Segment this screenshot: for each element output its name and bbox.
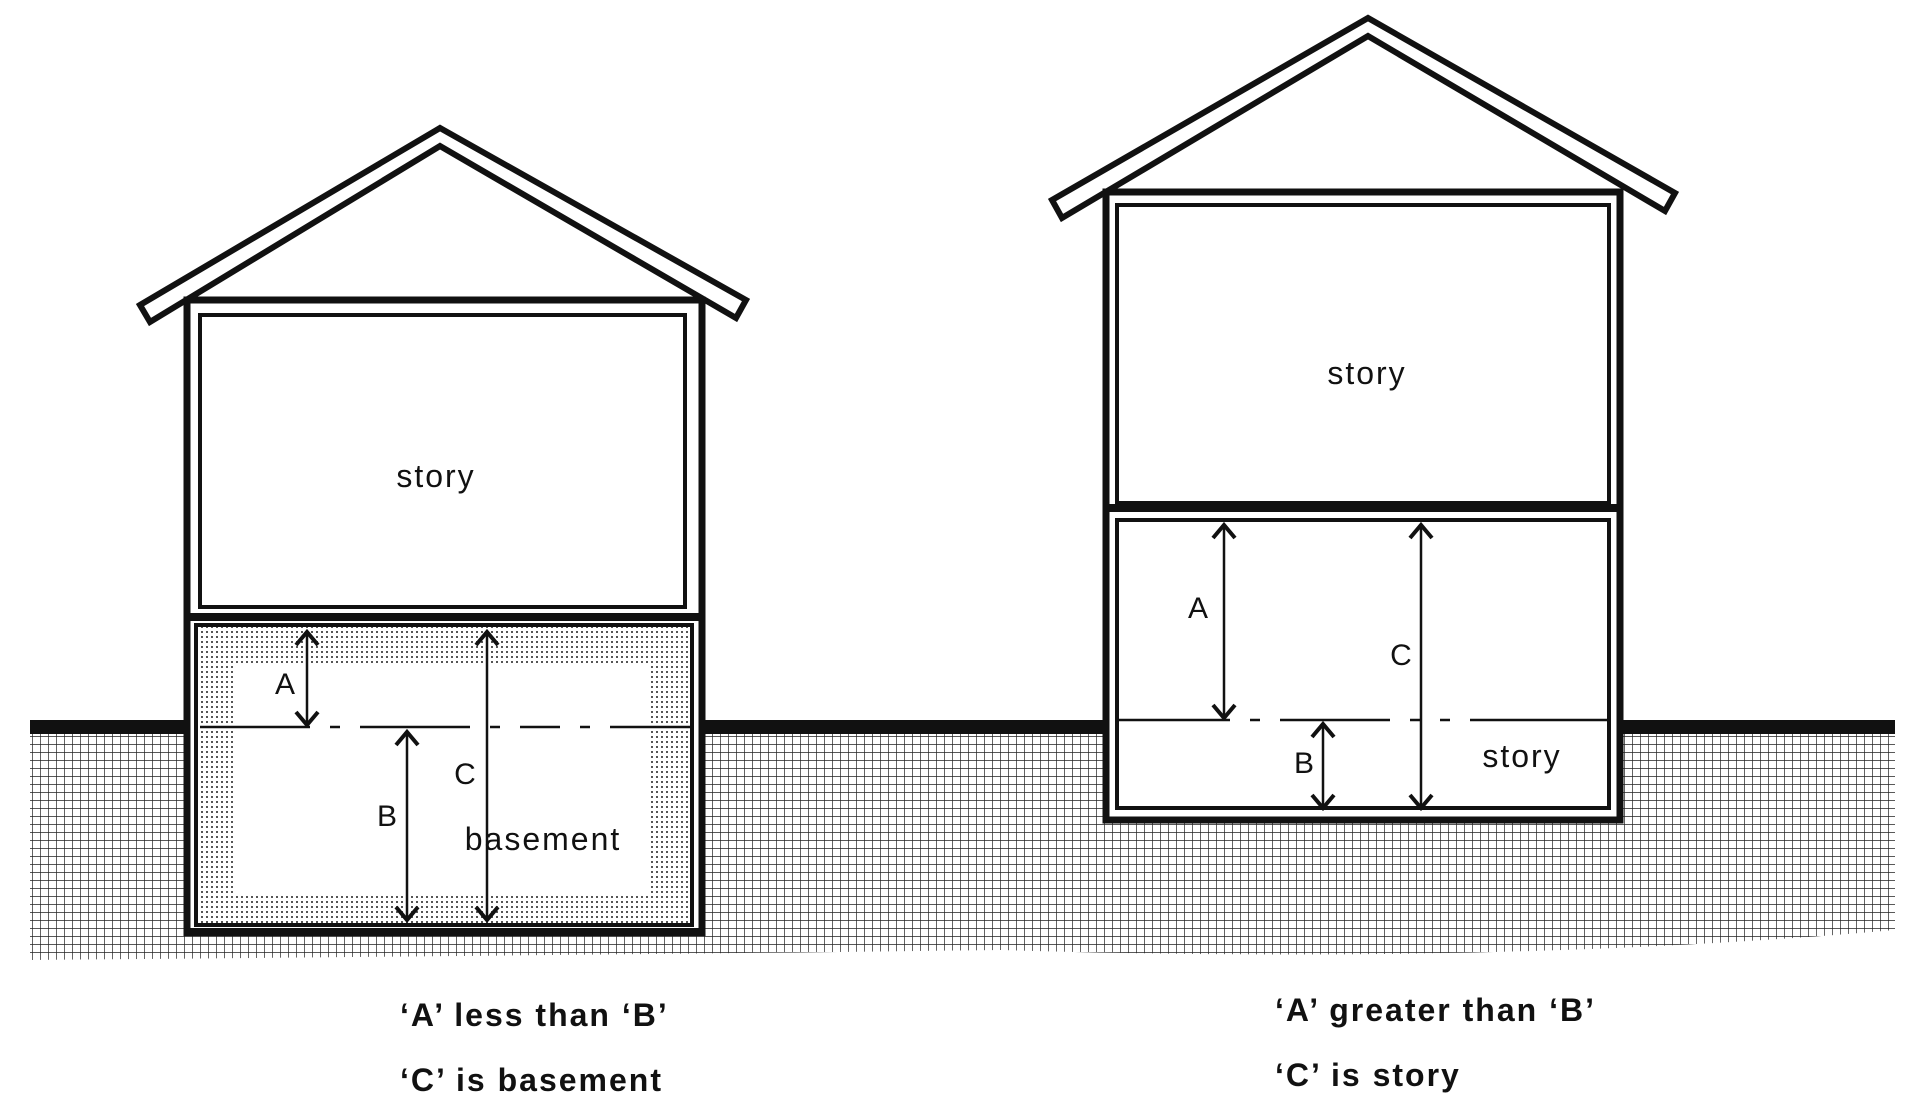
right-a-arrowhead-down xyxy=(1211,703,1237,722)
left-dimension-b: B xyxy=(377,728,420,924)
right-lower-room xyxy=(1115,518,1611,810)
left-dimension-a: A xyxy=(275,628,320,729)
left-upper-room-label: story xyxy=(396,458,475,494)
left-a-arrowhead-down xyxy=(294,710,320,729)
right-dim-a-label: A xyxy=(1188,592,1208,625)
right-lower-room-label: story xyxy=(1482,738,1561,774)
right-b-arrowhead-down xyxy=(1310,793,1336,812)
right-caption-line2: ‘C’ is story xyxy=(1275,1057,1461,1093)
left-b-arrowhead-down xyxy=(394,905,420,924)
left-basement-label: basement xyxy=(465,821,622,857)
right-caption: ‘A’ greater than ‘B’ ‘C’ is story xyxy=(1275,992,1596,1093)
left-caption-line1: ‘A’ less than ‘B’ xyxy=(400,997,669,1033)
left-dimension-c: C xyxy=(454,628,500,924)
right-dimension-c: C xyxy=(1390,521,1434,812)
left-dim-a-label: A xyxy=(275,668,295,701)
left-c-arrowhead-up xyxy=(474,628,500,647)
left-basement-interior xyxy=(233,665,651,893)
right-dimension-b: B xyxy=(1294,720,1336,812)
right-roof xyxy=(1047,14,1680,223)
left-dim-c-label: C xyxy=(454,758,476,791)
left-caption-line2: ‘C’ is basement xyxy=(400,1062,663,1098)
left-dim-b-label: B xyxy=(377,800,397,833)
left-b-arrowhead-up xyxy=(394,728,420,747)
right-caption-line1: ‘A’ greater than ‘B’ xyxy=(1275,992,1596,1028)
right-house: story story xyxy=(1047,14,1680,824)
right-c-arrowhead-up xyxy=(1408,521,1434,540)
left-c-arrowhead-down xyxy=(474,905,500,924)
right-upper-room xyxy=(1115,203,1611,505)
right-a-arrowhead-up xyxy=(1211,521,1237,540)
left-roof xyxy=(135,124,751,327)
left-a-arrowhead-up xyxy=(294,628,320,647)
right-dimension-a: A xyxy=(1188,521,1237,722)
left-upper-room xyxy=(198,313,687,609)
left-house: story basement xyxy=(135,124,751,937)
right-b-arrowhead-up xyxy=(1310,720,1336,739)
left-caption: ‘A’ less than ‘B’ ‘C’ is basement xyxy=(400,997,669,1098)
right-dim-c-label: C xyxy=(1390,639,1412,672)
right-c-arrowhead-down xyxy=(1408,793,1434,812)
right-upper-room-label: story xyxy=(1327,355,1406,391)
right-dim-b-label: B xyxy=(1294,747,1314,780)
grade-reference-lines xyxy=(200,718,1608,729)
